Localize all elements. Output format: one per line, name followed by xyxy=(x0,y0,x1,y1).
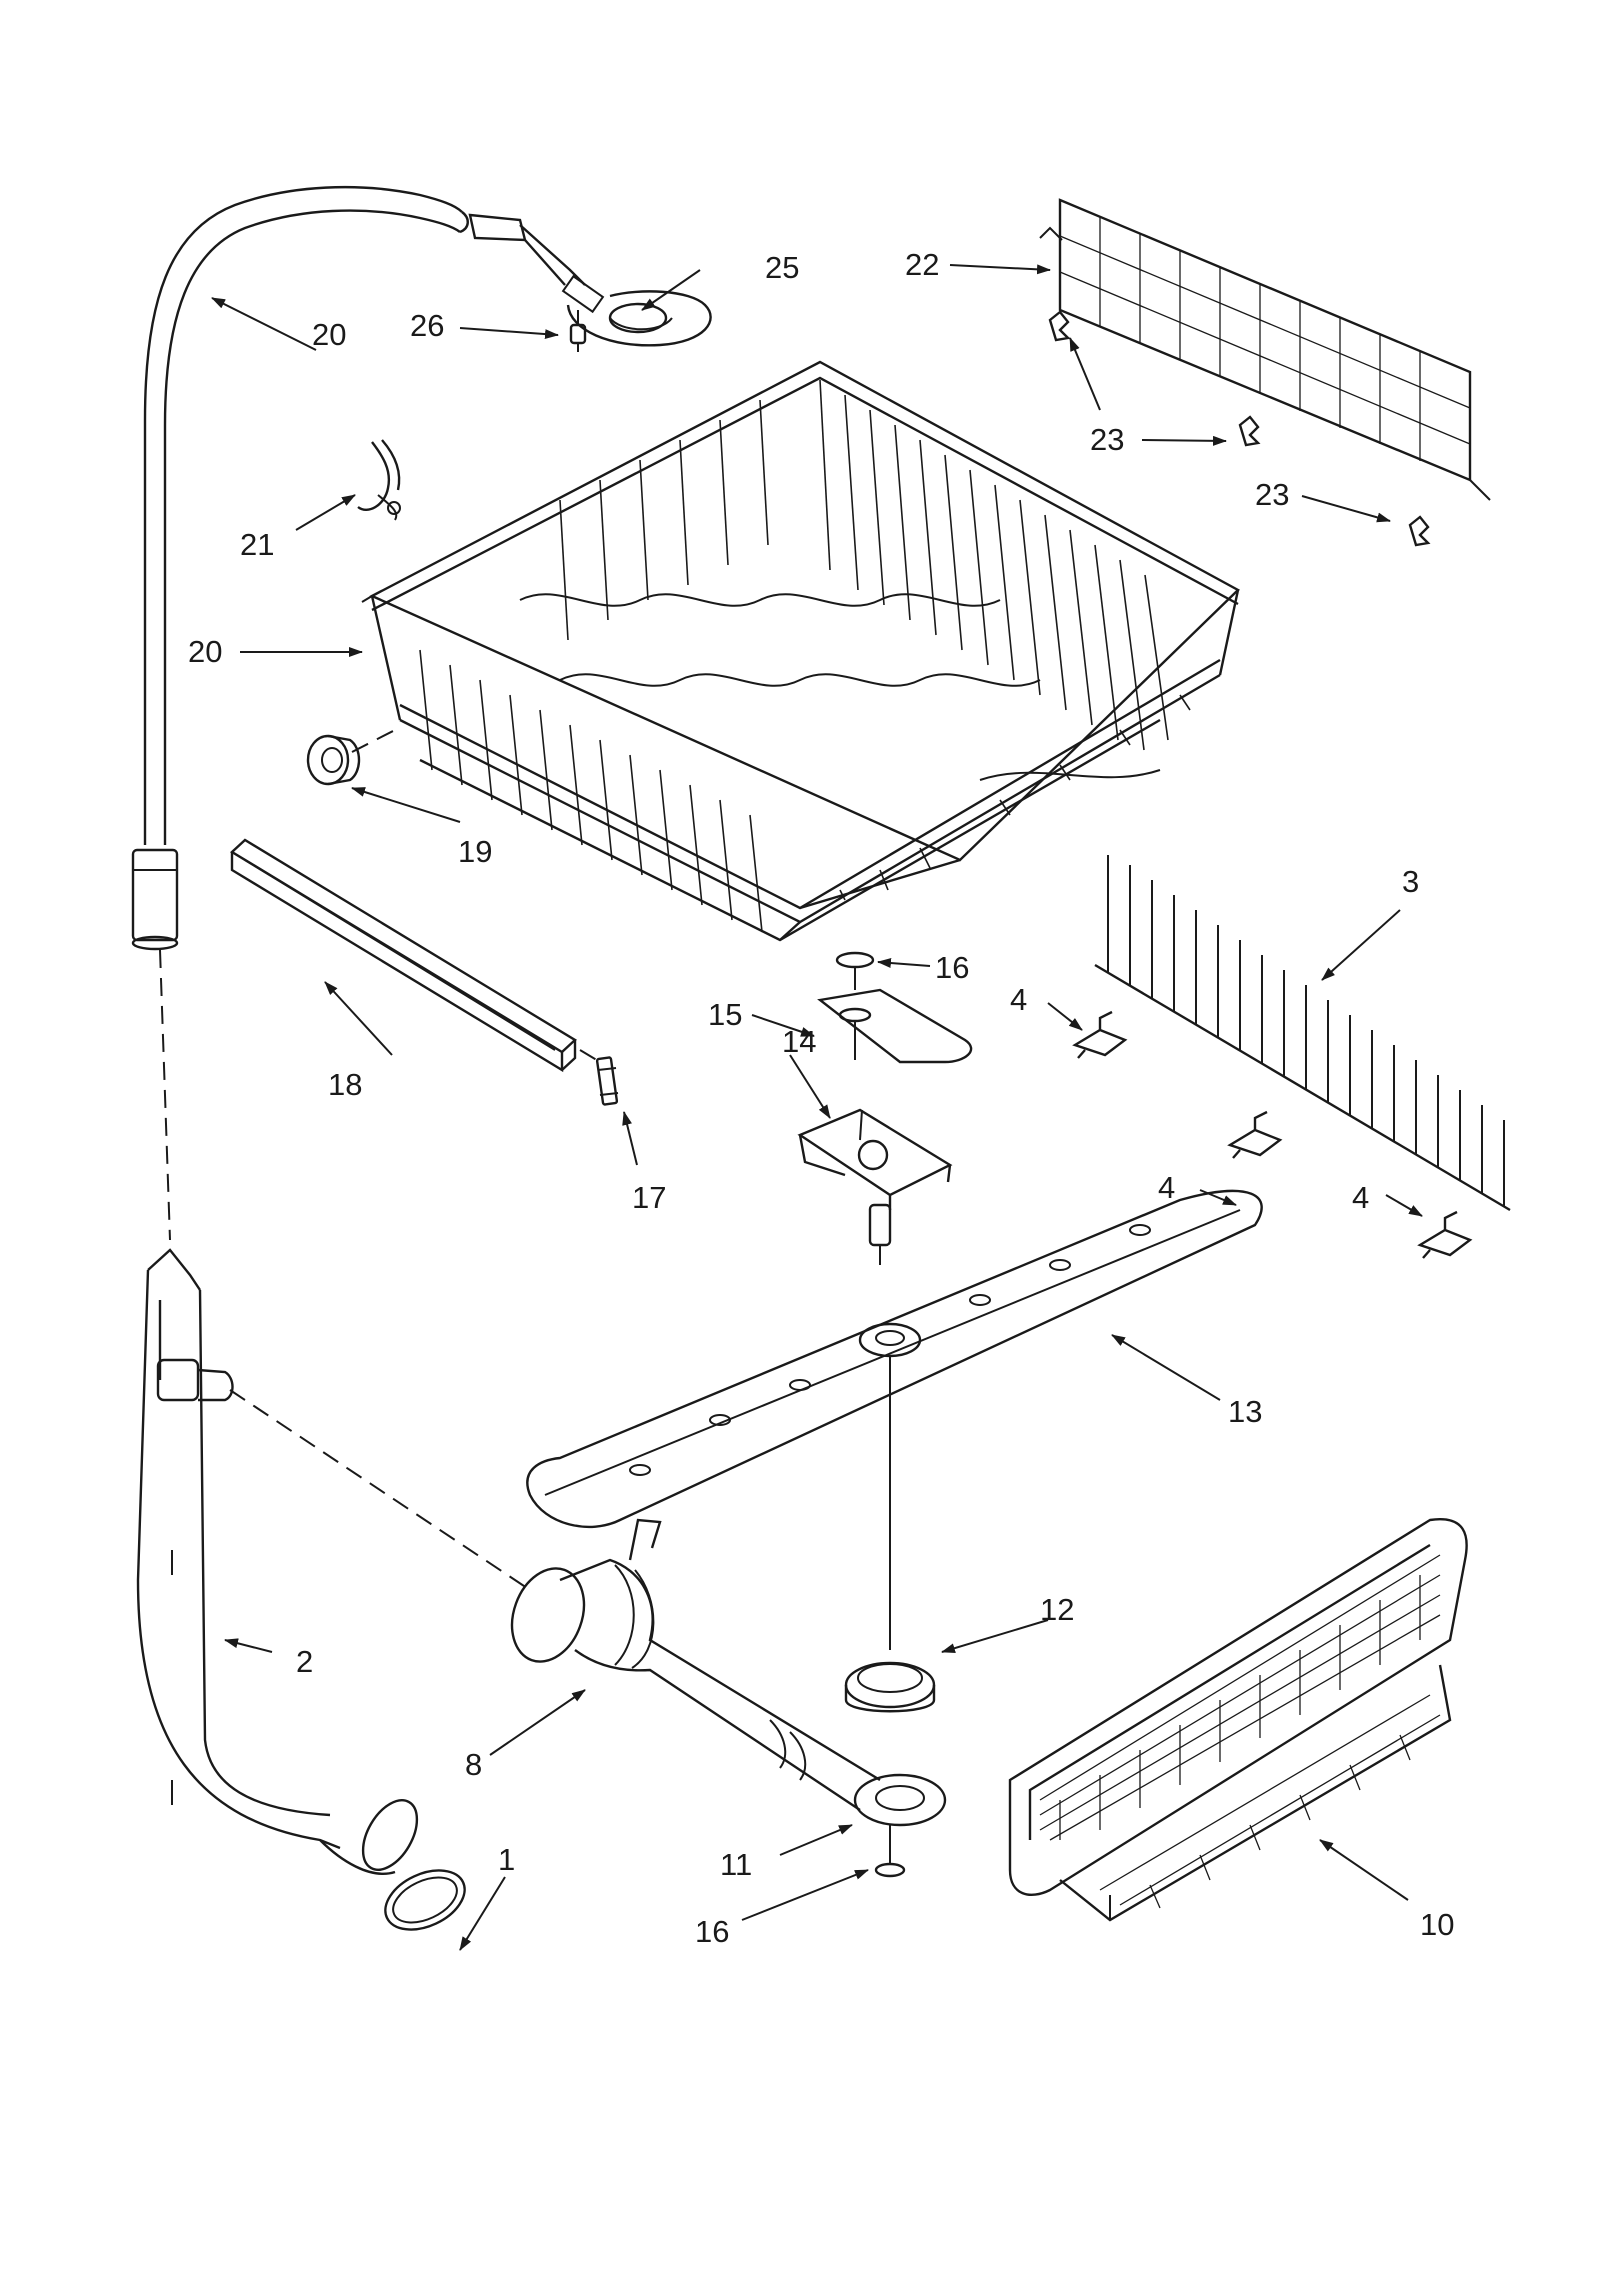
tine-row xyxy=(1094,855,1511,1212)
filter-screen xyxy=(1008,1518,1468,1922)
rear-mesh-screen xyxy=(1039,198,1491,501)
upper-dish-rack xyxy=(361,360,1241,942)
tine-clip xyxy=(1072,1010,1473,1259)
callout-20: 20 xyxy=(188,634,222,669)
callout-19: 19 xyxy=(458,834,492,869)
callout-4-b: 4 xyxy=(1158,1170,1175,1205)
callout-17: 17 xyxy=(632,1180,666,1215)
upper-spray-nozzle xyxy=(566,290,712,347)
upper-supply-tube xyxy=(131,185,605,951)
leader-lines xyxy=(211,264,1423,1951)
rail-stop xyxy=(595,1056,619,1106)
callout-23-a: 23 xyxy=(1090,422,1124,457)
callout-16-top: 16 xyxy=(935,950,969,985)
callout-14: 14 xyxy=(782,1024,816,1059)
callout-12: 12 xyxy=(1040,1592,1074,1627)
lower-spray-arm xyxy=(526,1189,1263,1650)
callout-4-c: 4 xyxy=(1352,1180,1369,1215)
callout-22: 22 xyxy=(905,247,939,282)
callout-3: 3 xyxy=(1402,864,1419,899)
spray-arm-seal xyxy=(844,1661,936,1713)
lower-supply-tube xyxy=(136,949,531,1875)
callout-24: 20 xyxy=(312,317,346,352)
screen-clip xyxy=(1048,310,1431,547)
tube-clip xyxy=(357,439,401,521)
callout-18: 18 xyxy=(328,1067,362,1102)
screw-bottom xyxy=(874,1825,906,1878)
callout-21: 21 xyxy=(240,527,274,562)
nozzle-screw xyxy=(569,310,587,352)
callout-23-b: 23 xyxy=(1255,477,1289,512)
callout-10: 10 xyxy=(1420,1907,1454,1942)
callout-4-a: 4 xyxy=(1010,982,1027,1017)
o-ring xyxy=(384,1869,466,1931)
callout-13: 13 xyxy=(1228,1394,1262,1429)
callout-2: 2 xyxy=(296,1644,313,1679)
callout-25: 25 xyxy=(765,250,799,285)
rack-roller xyxy=(306,729,396,786)
callout-8: 8 xyxy=(465,1747,482,1782)
callout-1: 1 xyxy=(498,1842,515,1877)
callout-26: 26 xyxy=(410,308,444,343)
spray-manifold xyxy=(510,1518,947,1827)
callout-16-bottom: 16 xyxy=(695,1914,729,1949)
callout-11: 11 xyxy=(720,1847,752,1882)
rack-rail xyxy=(230,838,601,1073)
nut-top xyxy=(835,951,875,990)
spray-arm-bracket xyxy=(797,1108,953,1265)
callout-15: 15 xyxy=(708,997,742,1032)
callout-labels: 20 25 26 22 23 23 21 20 19 3 16 15 4 14 … xyxy=(188,247,1454,1949)
spray-nozzle-arm xyxy=(817,988,973,1064)
